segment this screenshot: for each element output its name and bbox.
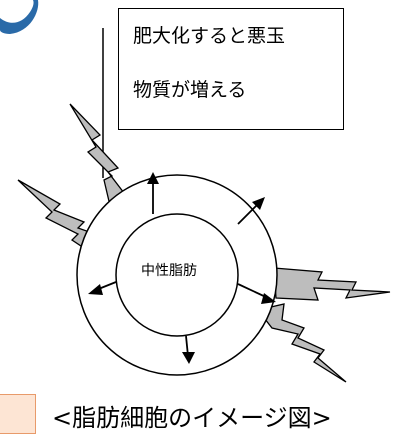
arrow-right-head (261, 293, 276, 304)
callout-line-2: 物質が増える (133, 79, 247, 101)
diagram-caption: <脂肪細胞のイメージ図> (52, 404, 332, 432)
arrow-upper-right-head (252, 197, 265, 210)
arrow-down-head (182, 352, 195, 364)
logo-fragment (0, 0, 39, 34)
outward-arrows (88, 172, 276, 364)
callout-line-1: 肥大化すると悪玉 (133, 25, 286, 47)
cell-inner-circle (115, 213, 239, 337)
lightning-bolt-lower (256, 303, 347, 383)
arrow-right (237, 283, 269, 299)
callout-box: 肥大化すると悪玉 物質が増える (118, 8, 344, 130)
lightning-bolt-right (273, 267, 391, 301)
arrow-left-head (88, 284, 103, 295)
neutral-fat-label: 中性脂肪 (141, 263, 197, 279)
arrow-up-head (147, 172, 159, 184)
decorative-box (0, 394, 36, 434)
arrow-upper-right (237, 203, 259, 225)
